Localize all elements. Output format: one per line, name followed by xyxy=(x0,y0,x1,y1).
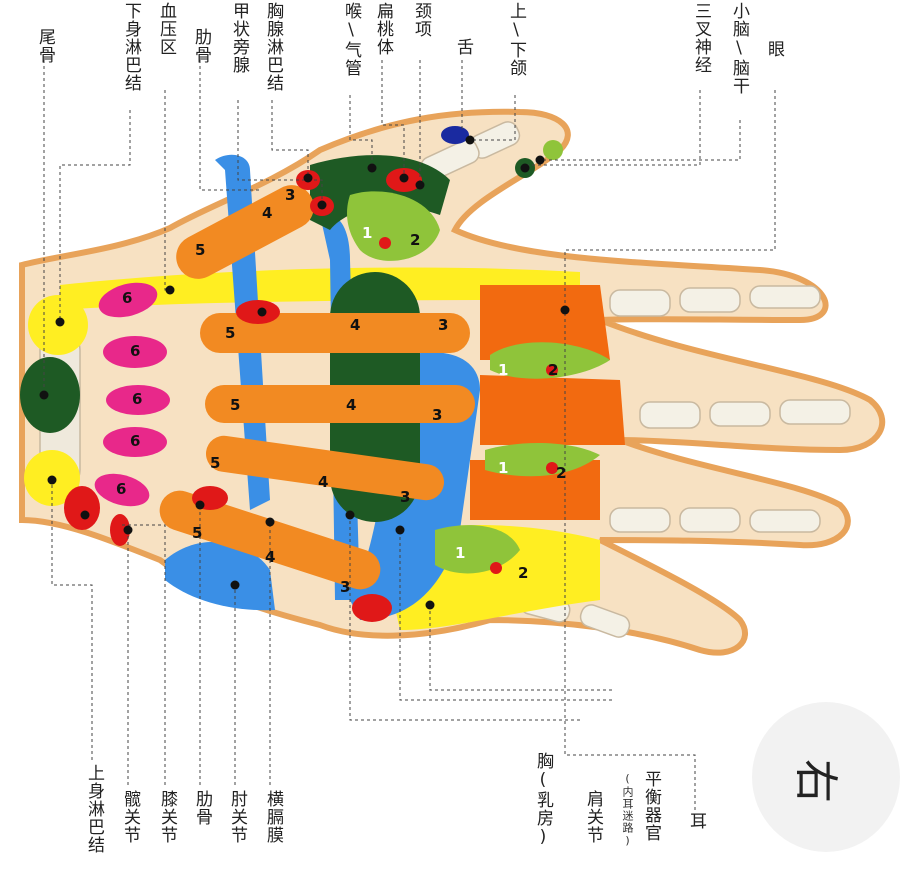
label-chest-lymph: 胸腺淋巴结 xyxy=(264,2,281,92)
label-ear: 耳 xyxy=(687,812,704,830)
zone-number: 3 xyxy=(400,488,410,506)
label-cerebellum: 小脑\脑干 xyxy=(730,2,747,95)
label-shoulder: 肩关节 xyxy=(584,790,601,844)
zone-number: 2 xyxy=(556,464,566,482)
zone-number: 6 xyxy=(130,432,140,450)
zone-number: 1 xyxy=(498,361,508,379)
label-breast: 胸(乳房) xyxy=(534,752,551,848)
label-blood-pressure: 血压区 xyxy=(157,2,174,56)
label-hip: 髋关节 xyxy=(121,790,138,844)
zone-number: 5 xyxy=(225,324,235,342)
zone-number: 3 xyxy=(438,316,448,334)
zone-number: 6 xyxy=(116,480,126,498)
zone-number: 4 xyxy=(350,316,360,334)
zone-number: 3 xyxy=(340,578,350,596)
zone-number: 5 xyxy=(230,396,240,414)
zone-number: 1 xyxy=(362,224,372,242)
label-eye: 眼 xyxy=(765,40,782,58)
zone-number: 6 xyxy=(132,390,142,408)
label-elbow: 肘关节 xyxy=(228,790,245,844)
label-rib-top: 肋骨 xyxy=(192,28,209,64)
side-badge: 右 xyxy=(775,751,865,811)
zone-number: 3 xyxy=(285,186,295,204)
label-trigeminal: 三叉神经 xyxy=(692,2,709,74)
zone-number: 2 xyxy=(548,361,558,379)
zone-navy xyxy=(441,126,469,144)
zone-number: 4 xyxy=(346,396,356,414)
zone-number: 4 xyxy=(265,548,275,566)
label-coccyx: 尾骨 xyxy=(36,28,53,64)
label-knee: 膝关节 xyxy=(158,790,175,844)
zone-number: 3 xyxy=(432,406,442,424)
label-tongue: 舌 xyxy=(454,38,471,56)
label-lower-lymph: 下身淋巴结 xyxy=(122,2,139,92)
zone-number: 5 xyxy=(195,241,205,259)
zone-number: 1 xyxy=(455,544,465,562)
zone-number: 6 xyxy=(122,289,132,307)
label-balance: 平衡器官 xyxy=(642,770,659,842)
zone-number: 4 xyxy=(318,473,328,491)
label-diaphragm: 横膈膜 xyxy=(264,790,281,844)
label-throat: 喉\气管 xyxy=(342,2,359,77)
zone-number: 5 xyxy=(210,454,220,472)
zone-number: 2 xyxy=(410,231,420,249)
zone-number: 2 xyxy=(518,564,528,582)
zone-number: 6 xyxy=(130,342,140,360)
label-parathyroid: 甲状旁腺 xyxy=(230,2,247,74)
label-inner-ear: (内耳迷路) xyxy=(622,772,633,848)
zone-number: 4 xyxy=(262,204,272,222)
label-upper-lymph: 上身淋巴结 xyxy=(85,764,102,854)
label-neck: 颈项 xyxy=(412,2,429,38)
zone-number: 5 xyxy=(192,524,202,542)
zone-number: 1 xyxy=(498,459,508,477)
label-tonsil: 扁桃体 xyxy=(374,2,391,56)
label-jaw: 上\下颌 xyxy=(507,2,524,77)
label-rib-bottom: 肋骨 xyxy=(193,790,210,826)
